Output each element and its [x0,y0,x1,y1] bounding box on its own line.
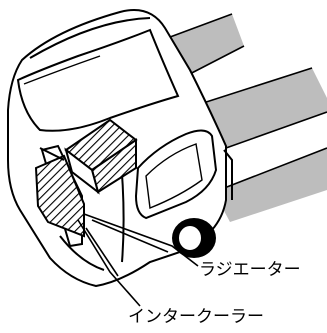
cargo-panel-middle [200,68,327,148]
windshield-inner [23,55,101,85]
windshield [16,28,180,132]
leader-intercooler-2 [85,227,119,277]
intercooler-unit [64,118,138,195]
wheel-hub [177,224,203,252]
side-window [134,129,218,220]
cargo-panel-lower [214,148,327,222]
leader-lines [77,213,199,307]
radiator-unit [34,144,85,248]
front-wheel [172,218,216,258]
leader-radiator [83,213,199,267]
radiator-face [34,154,85,238]
leader-radiator-2 [91,219,169,253]
leader-intercooler [77,219,141,307]
mirror-stalk [223,149,233,200]
intercooler-label: インタークーラー [128,307,264,327]
side-window-inner [145,143,203,209]
roof-line [29,17,151,59]
intercooler-front [64,147,100,195]
radiator-label: ラジエーター [199,260,301,280]
cab-lower-edge [59,235,105,271]
